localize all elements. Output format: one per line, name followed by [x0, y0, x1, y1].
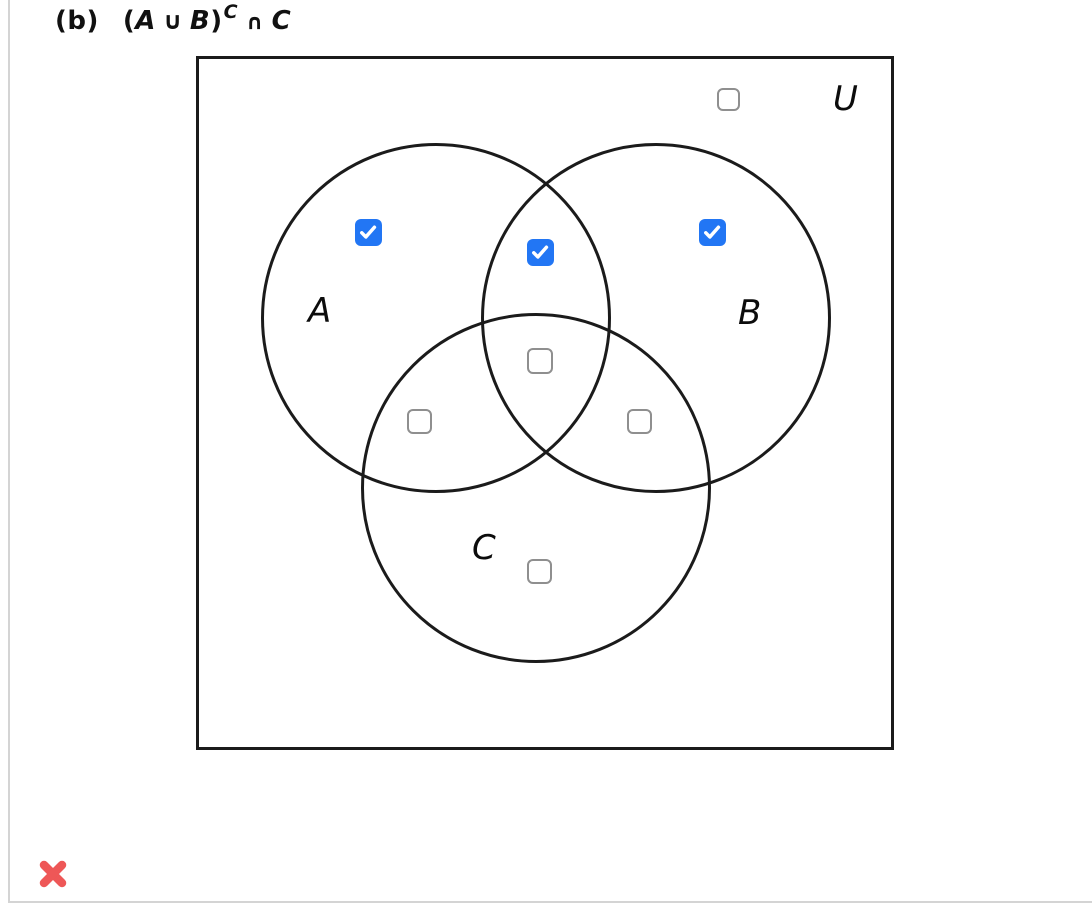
checkbox-region-outside[interactable] [717, 88, 740, 111]
checkbox-region-a-and-c[interactable] [407, 409, 432, 434]
formula-set-c: C [271, 6, 292, 36]
venn-shapes [196, 56, 894, 750]
union-symbol: ∪ [162, 7, 183, 35]
checkbox-region-b-and-c[interactable] [627, 409, 652, 434]
set-b-label: B [738, 293, 762, 333]
checkbox-region-b-only[interactable] [699, 219, 726, 246]
set-a-label: A [308, 291, 332, 331]
problem-header: (b)(A∪B)C∩C [55, 1, 292, 36]
checkbox-region-a-b-c[interactable] [527, 348, 553, 374]
venn-diagram: U A B C [196, 56, 894, 750]
checkbox-region-a-only[interactable] [355, 219, 382, 246]
checkbox-region-a-and-b[interactable] [527, 239, 554, 266]
checkbox-region-c-only[interactable] [527, 559, 552, 584]
circle-b [481, 143, 831, 493]
universal-set-label: U [833, 79, 858, 119]
bottom-divider [8, 901, 1092, 903]
formula-set-b: B [189, 6, 211, 36]
circle-c [361, 313, 711, 663]
part-label: (b) [55, 6, 99, 36]
formula-close-paren: ) [210, 6, 223, 36]
formula-set-a: A [135, 6, 156, 36]
formula-open-paren: ( [122, 6, 136, 36]
circle-a [261, 143, 611, 493]
set-c-label: C [472, 528, 496, 568]
universal-set-border [196, 56, 894, 750]
set-expression: (A∪B)C∩C [122, 1, 292, 36]
intersection-symbol: ∩ [246, 10, 264, 34]
incorrect-x-icon [36, 857, 70, 891]
complement-superscript: C [223, 1, 239, 23]
left-divider [8, 0, 10, 903]
